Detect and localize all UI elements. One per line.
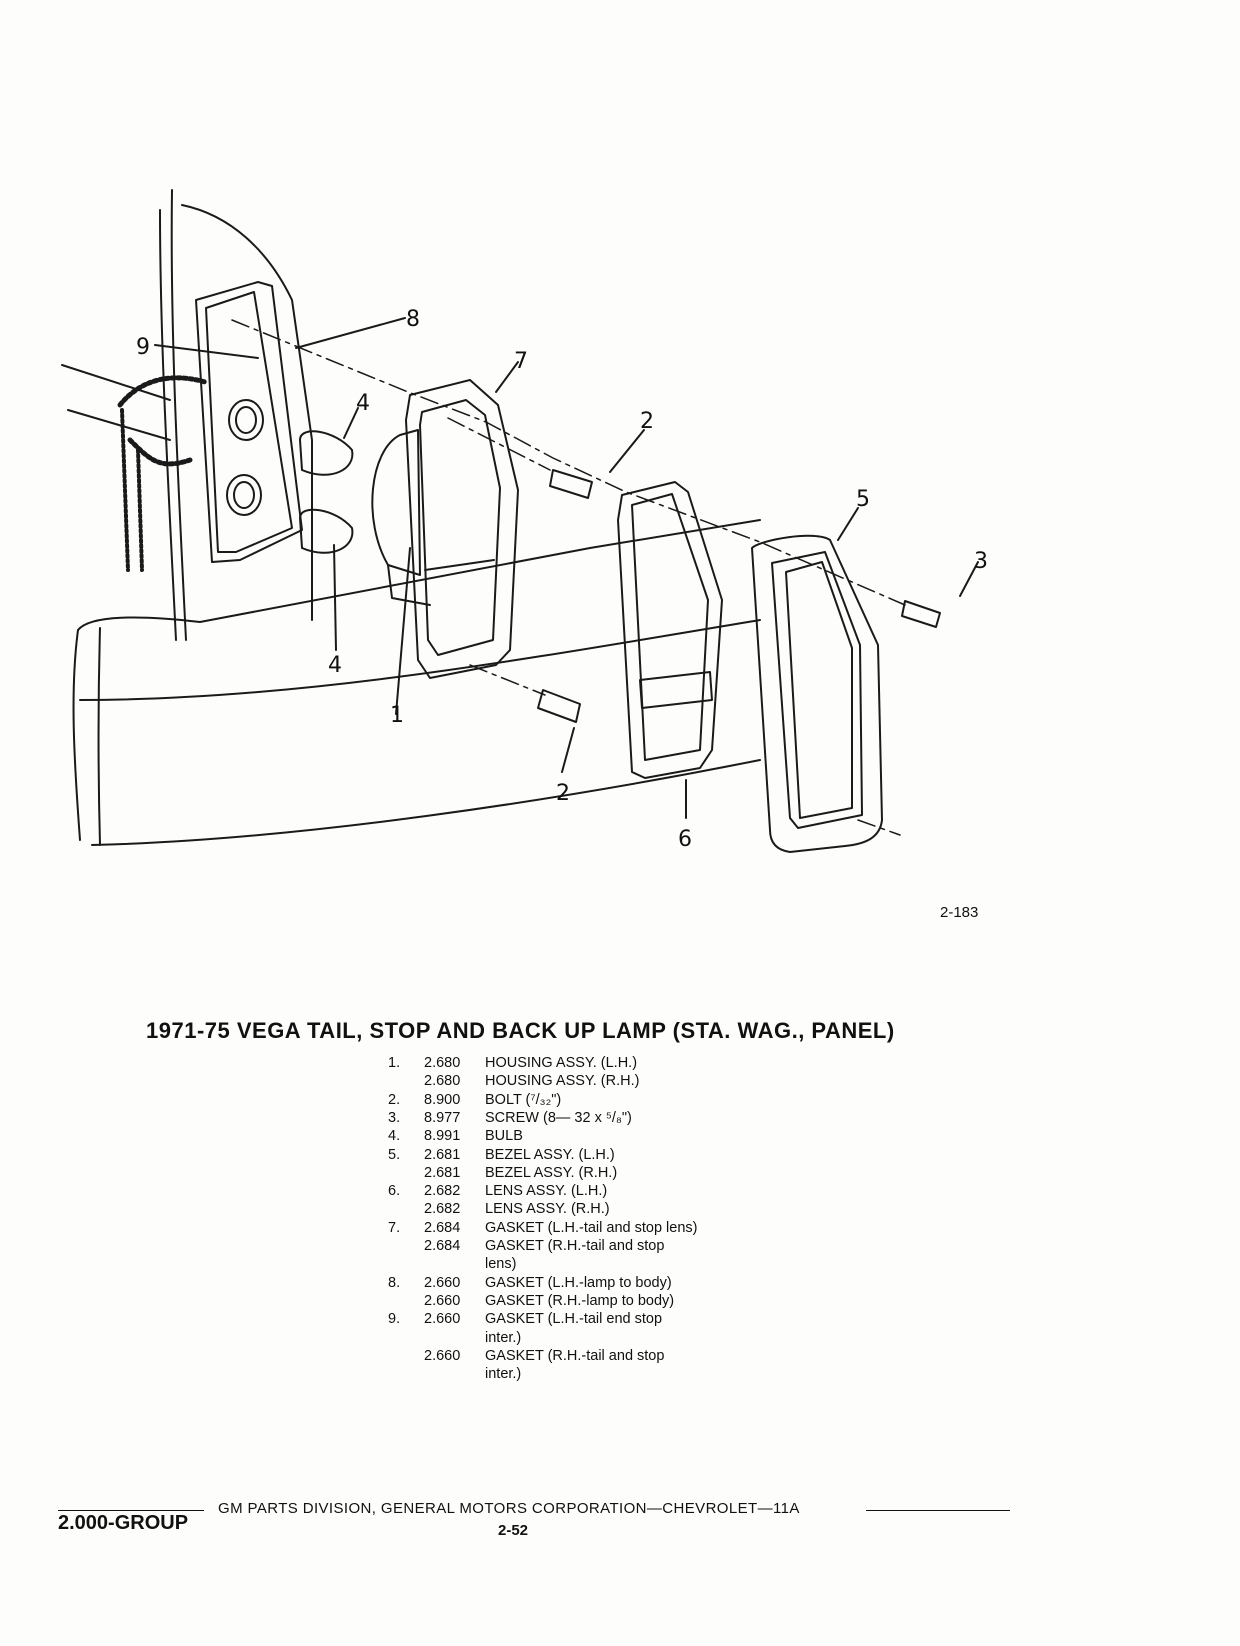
callout-labels: 8 9 7 4 2 5 3 4 1 2 6 [136, 307, 988, 852]
footer-text: GM PARTS DIVISION, GENERAL MOTORS CORPOR… [218, 1500, 800, 1517]
group-label: 2.000-GROUP [58, 1512, 189, 1534]
footer-rule-right [866, 1510, 1010, 1511]
callout-2-top: 2 [640, 409, 654, 434]
callout-3: 3 [974, 549, 988, 574]
page-number: 2-52 [498, 1522, 529, 1539]
callout-4-bottom: 4 [328, 653, 342, 678]
footer-rule-left [58, 1510, 204, 1511]
callout-5: 5 [856, 487, 870, 512]
callout-4-top: 4 [356, 391, 370, 416]
figure-number: 2-183 [940, 904, 979, 921]
exploded-view-diagram: 8 9 7 4 2 5 3 4 1 2 6 [61, 189, 988, 853]
callout-6: 6 [678, 827, 692, 852]
page-title: 1971-75 VEGA TAIL, STOP AND BACK UP LAMP… [146, 1018, 895, 1043]
callout-1: 1 [390, 703, 404, 728]
callout-2-bottom: 2 [556, 781, 570, 806]
callout-9: 9 [136, 335, 150, 360]
callout-7: 7 [514, 349, 528, 374]
callout-8: 8 [406, 307, 420, 332]
